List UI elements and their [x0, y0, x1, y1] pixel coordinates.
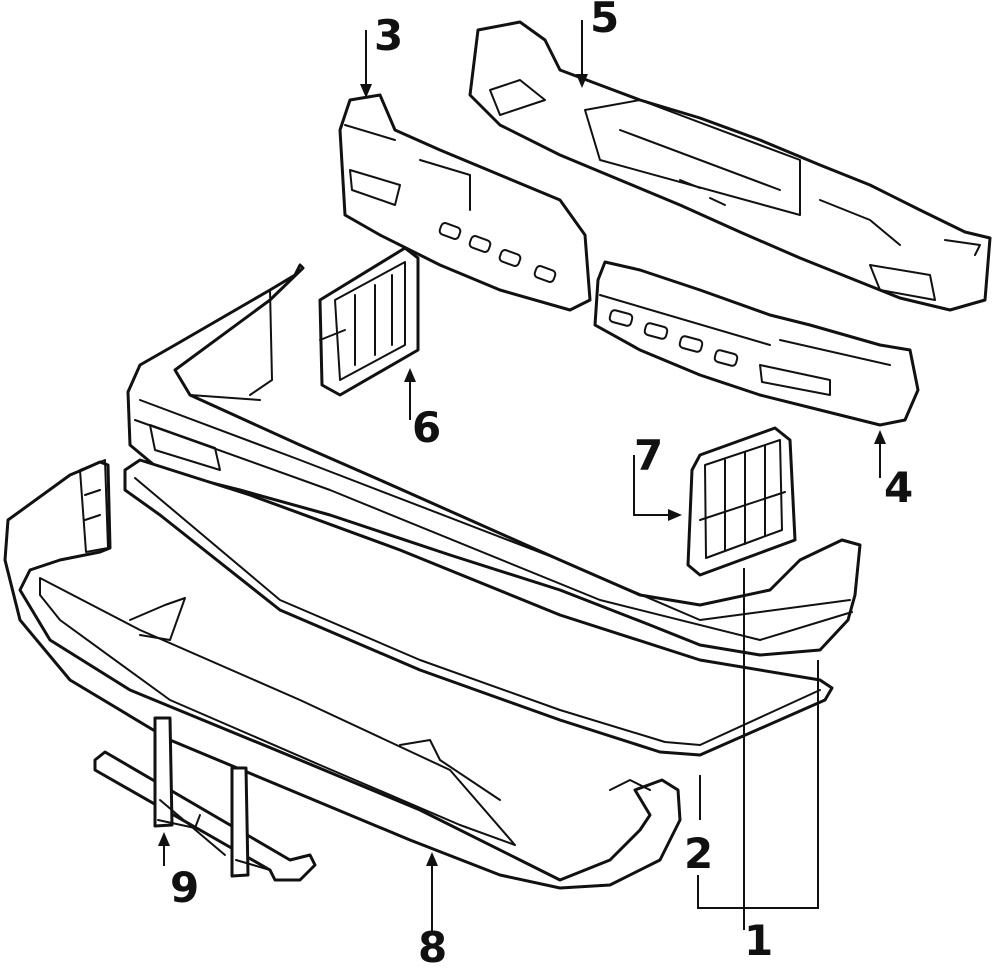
part-3-absorber-left	[338, 93, 592, 312]
arrow-7-icon	[668, 509, 682, 521]
callout-2: 2	[684, 829, 713, 878]
callout-4: 4	[884, 463, 913, 512]
part-8-fascia	[3, 459, 682, 890]
callout-6: 6	[412, 403, 441, 452]
part-7-bracket-right	[686, 426, 797, 577]
part-9-bracket-lower	[93, 716, 317, 882]
callout-7: 7	[634, 431, 663, 480]
arrow-4-icon	[874, 430, 886, 444]
arrow-3-icon	[360, 84, 372, 98]
part-1-bumper-cover	[126, 263, 862, 691]
part-2-molding	[123, 458, 834, 757]
callout-8: 8	[418, 923, 447, 972]
arrow-9-icon	[158, 832, 170, 846]
arrow-5-icon	[576, 74, 588, 88]
part-6-bracket-left	[318, 246, 420, 397]
part-4-absorber-right	[593, 260, 920, 427]
callouts: 3 5 6 7 4 2 9 8 1	[170, 0, 913, 972]
part-5-absorber	[468, 20, 992, 312]
callout-1: 1	[744, 916, 773, 965]
callout-9: 9	[170, 863, 199, 912]
callout-3: 3	[374, 11, 403, 60]
arrow-8-icon	[426, 852, 438, 866]
callout-5: 5	[590, 0, 619, 42]
arrow-6-icon	[404, 368, 416, 382]
leader-lines	[158, 20, 886, 935]
